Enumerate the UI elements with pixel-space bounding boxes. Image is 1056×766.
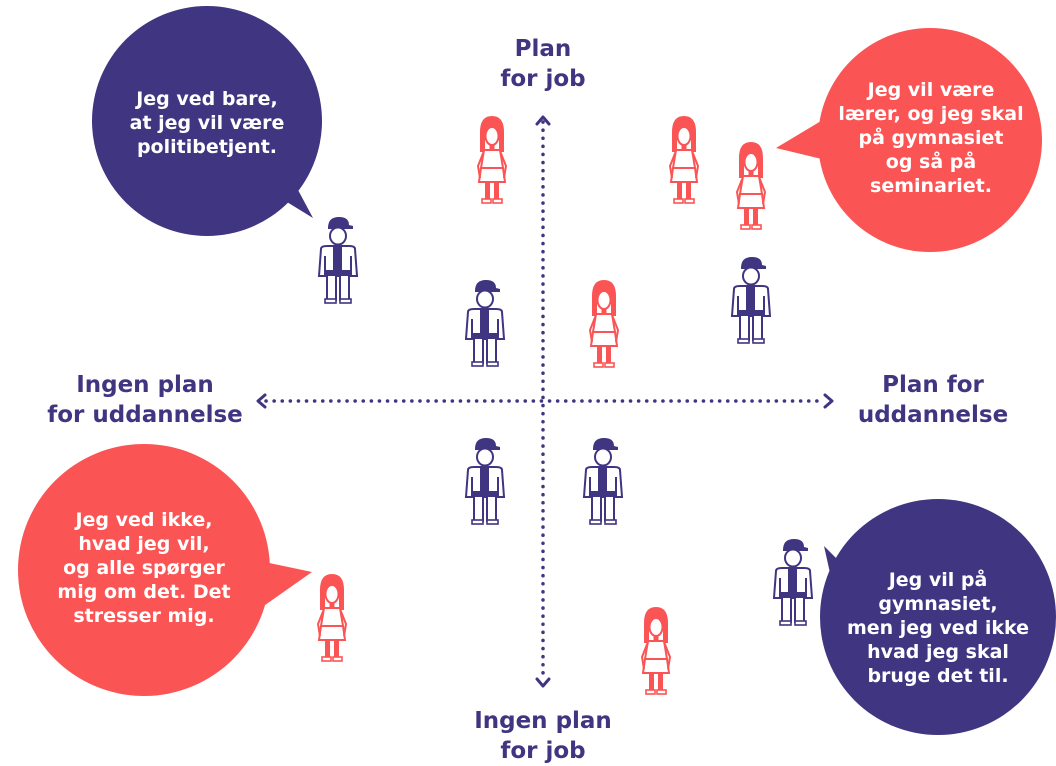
girl-figure: [641, 606, 671, 695]
girl-figure: [736, 141, 766, 230]
arrow-up-icon: [535, 115, 551, 126]
arrow-right-icon: [823, 393, 834, 409]
boy-figure: [465, 279, 505, 367]
arrow-left-icon: [256, 393, 267, 409]
axis-label-bottom: Ingen plan for job: [474, 708, 612, 764]
bubble-text-top-left: Jeg ved bare, at jeg vil være politibetj…: [129, 88, 285, 158]
horizontal-axis: [256, 393, 834, 409]
bubble-text-bottom-right: Jeg vil på gymnasiet, men jeg ved ikke h…: [846, 569, 1030, 687]
girl-figure: [589, 279, 619, 368]
speech-bubble-top-left: [92, 6, 322, 236]
girl-figure: [317, 573, 347, 662]
speech-bubble-bottom-left: [18, 444, 312, 696]
boy-figure: [465, 437, 505, 525]
boy-figure: [773, 538, 813, 626]
bubble-text-bottom-left: Jeg ved ikke, hvad jeg vil, og alle spør…: [57, 509, 231, 627]
girl-figure: [477, 115, 507, 204]
speech-bubble-top-right: [776, 28, 1042, 252]
boy-figure: [318, 216, 358, 304]
axis-label-right: Plan for uddannelse: [857, 372, 1009, 428]
people-figures: [317, 115, 813, 695]
axis-label-left: Ingen plan for uddannelse: [47, 372, 243, 428]
bubble-text-top-right: Jeg vil være lærer, og jeg skal på gymna…: [838, 79, 1024, 197]
girl-figure: [669, 115, 699, 204]
boy-figure: [731, 256, 771, 344]
axis-label-top: Plan for job: [500, 36, 586, 92]
speech-bubble-bottom-right: [820, 499, 1056, 735]
arrow-down-icon: [535, 677, 551, 688]
vertical-axis: [535, 115, 551, 688]
boy-figure: [583, 437, 623, 525]
